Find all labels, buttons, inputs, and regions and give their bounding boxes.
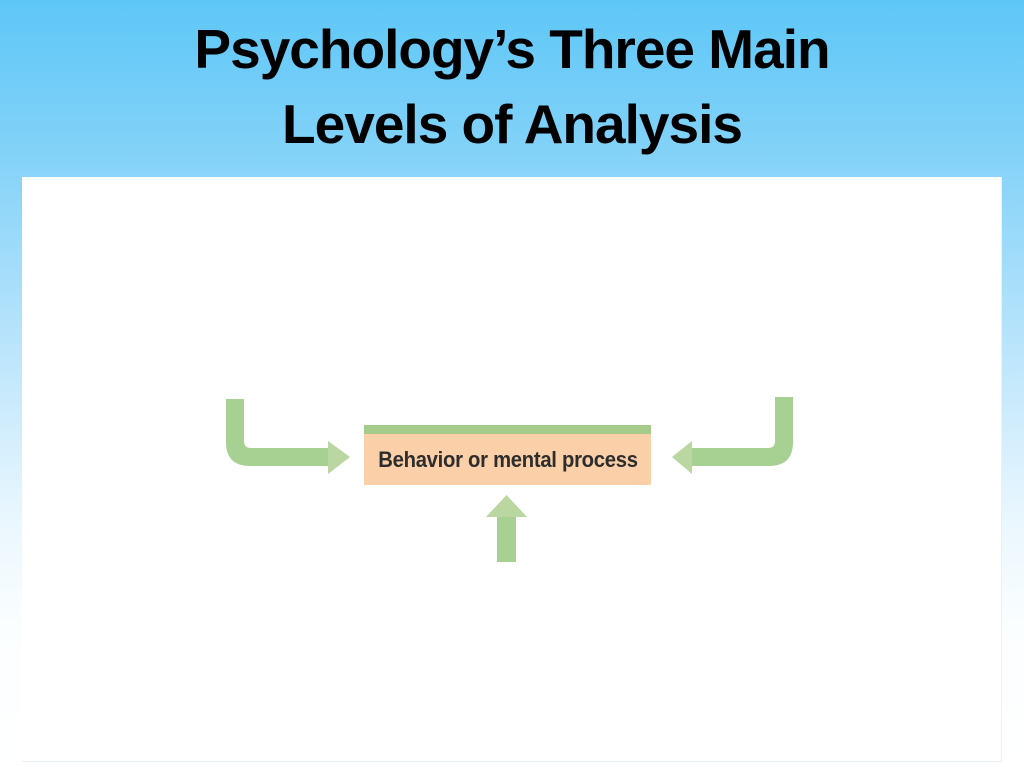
center-box [364,425,651,485]
center-box-label: Behavior or mental process [364,434,651,485]
left-curved-arrow-shaft [226,399,328,466]
slide-title: Psychology’s Three Main Levels of Analys… [0,12,1024,162]
center-box-label-text: Behavior or mental process [377,446,638,472]
bottom-up-arrow-shaft [497,517,516,562]
slide-title-line-2: Levels of Analysis [282,93,743,155]
center-box-accent-bar [364,425,651,434]
right-curved-arrow-head-icon [672,441,692,474]
slide-title-line-1: Psychology’s Three Main [194,18,830,80]
bottom-up-arrow-head-icon [486,495,527,517]
left-curved-arrow-head-icon [328,441,350,474]
right-curved-arrow-shaft [692,397,793,466]
